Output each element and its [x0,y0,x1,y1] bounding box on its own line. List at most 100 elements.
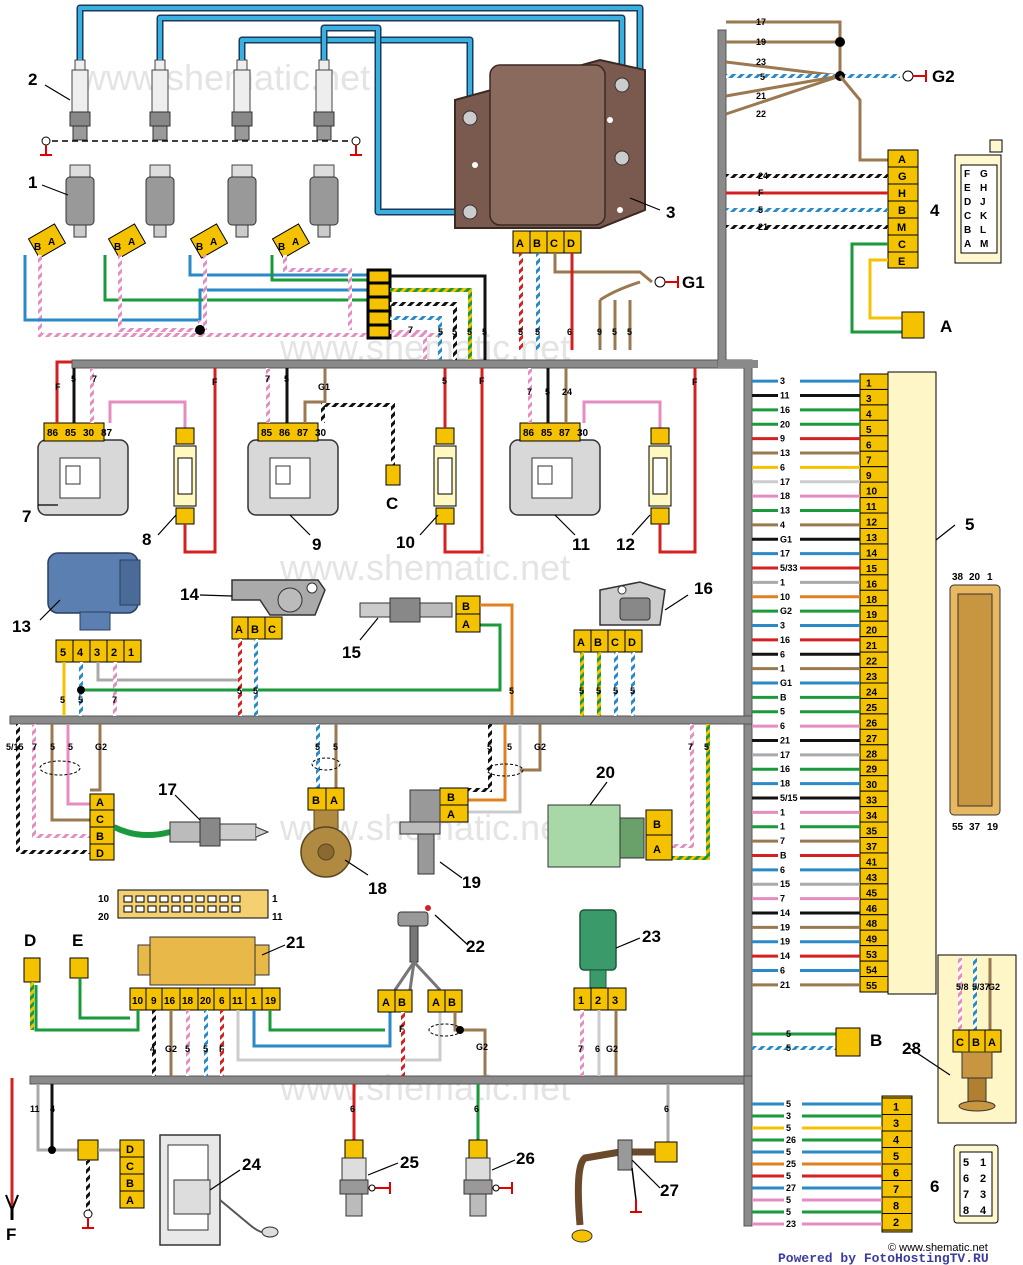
svg-text:D: D [126,1144,134,1156]
svg-text:3: 3 [612,995,618,1007]
svg-text:A: A [330,795,338,807]
svg-text:5: 5 [452,327,457,337]
svg-text:87: 87 [559,428,571,439]
ecu-wire-label: 14 [780,908,790,918]
ecu-pin-number: 49 [866,935,878,946]
svg-text:A: A [210,237,217,248]
ecu-wire-label: 16 [780,405,790,415]
ecu-wire-label: 17 [780,477,790,487]
block-6-wire-label: 27 [786,1183,796,1193]
ecu-pin-number: 41 [866,857,878,868]
svg-text:B: B [533,238,541,250]
svg-text:1: 1 [987,572,993,583]
block-6-wire-label: 3 [786,1111,791,1121]
ecu-wire-label: 6 [780,462,785,472]
ecu-pin-number: 16 [866,579,878,590]
ecu-pin [859,419,889,437]
block-6-wire-label: 25 [786,1159,796,1169]
relay-11: 86 85 87 30 7 5 24 [509,368,662,516]
block-6-pin-number: 5 [893,1151,899,1163]
svg-text:5: 5 [596,686,601,696]
svg-text:M: M [980,239,988,250]
svg-text:1: 1 [980,1157,986,1169]
ecu-wire-label: 7 [780,894,785,904]
ecu-wire-label-bg [778,892,800,904]
svg-text:C: C [611,637,619,649]
svg-text:5: 5 [333,742,338,752]
callout-number: 2 [28,70,37,89]
ecu-wire-label: B [780,692,787,702]
svg-text:G2: G2 [95,742,107,752]
callout-number: 22 [466,937,485,956]
ecu-wire-label-bg [778,835,800,847]
ecu-pin-number: 25 [866,703,878,714]
block-6-wire-label: 26 [786,1135,796,1145]
block-6-wire-label-bg [784,1134,802,1145]
d-label: D [24,931,36,950]
connector-28: 5/8 5/37 G2 C B A [937,954,1017,1124]
ecu-wire-label: 10 [780,592,790,602]
svg-text:6: 6 [474,1104,479,1114]
svg-text:C: C [96,814,104,826]
callout-number: 5 [965,515,974,534]
spark-plugs [40,59,362,156]
block-6-wire-label-bg [784,1122,802,1133]
ecu-wire-label-bg [778,705,800,717]
svg-text:85: 85 [65,428,77,439]
f-label: F [6,1225,16,1244]
svg-text:7: 7 [32,742,37,752]
spark-plug [69,59,91,141]
svg-text:C: C [126,1161,134,1173]
ecu-pin [859,466,889,483]
block-6-wire-label-bg [784,1194,802,1205]
svg-text:5: 5 [545,387,550,397]
callout-number: 19 [462,873,481,892]
ecu-pin-number: 13 [866,533,878,544]
svg-text:A: A [48,237,55,248]
svg-text:A: A [382,997,390,1009]
callout-number: 26 [516,1149,535,1168]
ecu-wire-label: 6 [780,965,785,975]
ecu-wire-label: G1 [780,678,792,688]
ecu-wire-label: 21 [780,980,790,990]
ecu-wire-label-bg [778,461,800,473]
svg-text:B: B [312,795,320,807]
svg-text:5: 5 [509,686,514,696]
ecu-pin-column: 1345679101112131415161819202122232425262… [859,373,889,993]
ecu-wire-label: 14 [780,951,790,961]
svg-text:7: 7 [265,374,270,384]
svg-text:G2: G2 [606,1044,618,1054]
ecu-pin-number: 12 [866,518,878,529]
ecu-connector-face: 38 20 1 55 37 19 [949,572,1001,833]
diag-connector-face: F G E H D J C K B L A M [954,139,1003,264]
main-harness [9,29,758,1227]
callout-number: 20 [596,763,615,782]
ecu-wire-label-bg [778,619,800,631]
ecu-wire-label-bg [778,432,800,444]
svg-text:86: 86 [47,428,59,439]
svg-text:G2: G2 [165,1044,177,1054]
svg-text:85: 85 [541,428,553,439]
idle-valve: A B C D 5 5 5 5 [573,581,666,716]
svg-text:H: H [980,183,987,194]
ecu-wire-label: 19 [780,937,790,947]
spark-plug [149,59,171,141]
ecu-wire-label-bg [778,389,800,401]
oxygen-sensor: 5/15 7 5 5 G2 A C B D [6,724,270,861]
svg-text:4: 4 [50,1104,55,1114]
ecu-pin-number: 28 [866,749,878,760]
svg-text:9: 9 [151,996,157,1007]
block-6-wire-label: 5 [786,1207,791,1217]
svg-text:5: 5 [963,1157,969,1169]
ecu-pin-number: 9 [866,471,872,482]
svg-text:B: B [398,997,406,1009]
ecu-wire-label: 1 [780,577,785,587]
svg-text:5: 5 [786,1043,791,1053]
svg-text:B: B [653,819,661,831]
ecu-wire-label-bg [778,447,800,459]
ecu-wire-label-bg [778,720,800,732]
callout-number: 24 [242,1155,261,1174]
svg-text:5: 5 [487,742,492,752]
svg-text:F: F [212,377,218,387]
